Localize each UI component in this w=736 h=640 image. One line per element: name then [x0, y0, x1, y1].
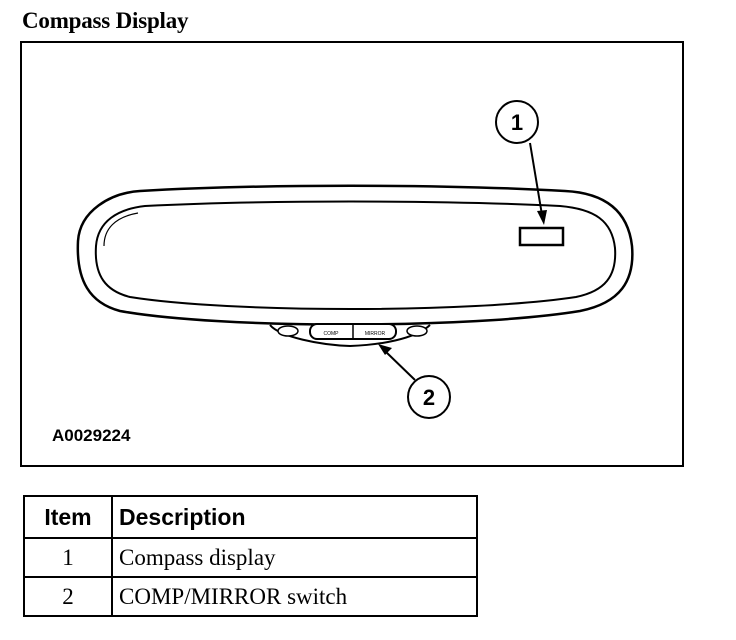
figure-id: A0029224 [52, 426, 131, 445]
callout-1-circle [495, 100, 539, 144]
item-cell: 2 [23, 576, 113, 617]
mirror-glass [94, 200, 617, 310]
compass-display [518, 226, 565, 247]
header-item: Item [23, 495, 113, 539]
callout-2-circle [407, 375, 451, 419]
left-indicator [277, 325, 299, 337]
callout-1-arrowhead [537, 210, 547, 225]
page-title: Compass Display [22, 8, 189, 33]
legend-table: Item Description 1 Compass display 2 COM… [23, 495, 478, 617]
table-row: 1 Compass display [23, 537, 478, 578]
mirror-diagram: COMP MIRROR 1 2 [76, 100, 634, 419]
callout-1-label: 1 [511, 110, 523, 135]
callout-2-arrowhead [378, 344, 392, 355]
figure-frame [20, 41, 684, 467]
callout-2-leader [384, 350, 416, 381]
header-description: Description [111, 495, 478, 539]
item-cell: 1 [23, 537, 113, 578]
right-indicator [406, 325, 428, 337]
callout-1-leader [529, 142, 543, 216]
switch-label-mirror: MIRROR [365, 331, 386, 337]
callout-2-label: 2 [423, 385, 435, 410]
legend-header-row: Item Description [23, 495, 478, 539]
description-cell: Compass display [111, 537, 478, 578]
table-row: 2 COMP/MIRROR switch [23, 576, 478, 617]
switch-label-comp: COMP [324, 331, 340, 337]
description-cell: COMP/MIRROR switch [111, 576, 478, 617]
